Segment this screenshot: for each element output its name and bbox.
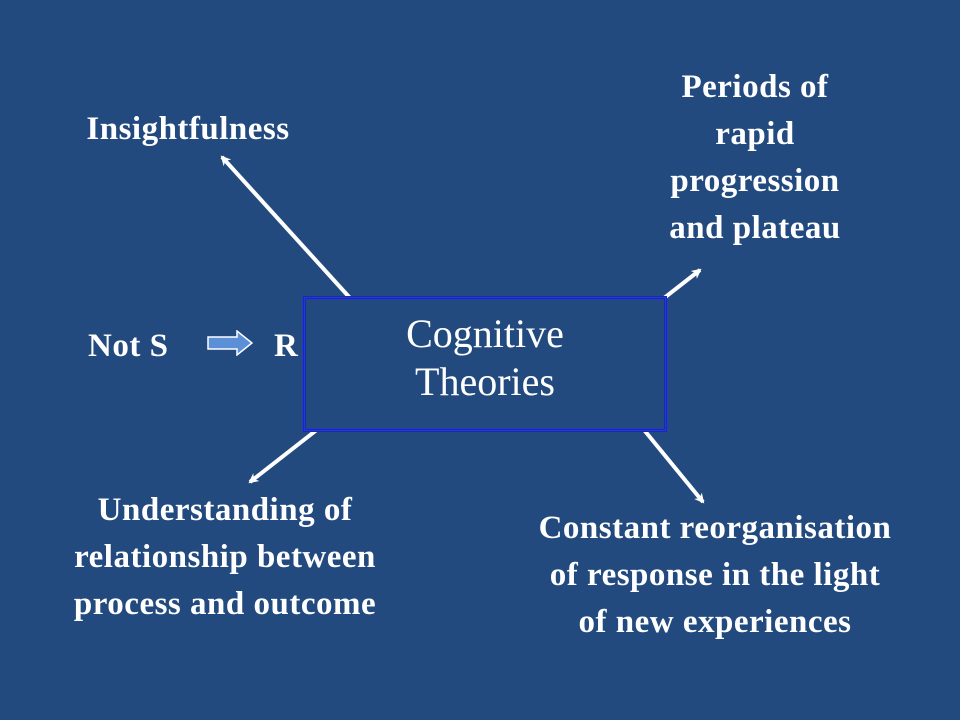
center-line-1: Cognitive <box>406 311 564 356</box>
arrow-to-insightfulness <box>220 155 372 322</box>
constant-line-2: of response in the light <box>549 557 881 593</box>
not-s-label: Not S <box>88 328 169 364</box>
insightfulness-label: Insightfulness <box>86 111 290 147</box>
cognitive-theories-box <box>303 296 667 432</box>
right-arrow-icon <box>207 330 253 356</box>
r-label: R <box>274 328 299 364</box>
periods-line-4: and plateau <box>669 210 841 246</box>
understanding-label: Understanding of relationship between pr… <box>30 487 420 628</box>
understanding-line-2: relationship between <box>74 539 376 575</box>
understanding-line-3: process and outcome <box>73 586 377 622</box>
periods-line-1: Periods of <box>681 69 829 105</box>
periods-line-2: rapid <box>715 116 795 152</box>
center-line-2: Theories <box>415 359 555 404</box>
constant-line-3: of new experiences <box>578 604 852 640</box>
constant-line-1: Constant reorganisation <box>538 510 892 546</box>
constant-label: Constant reorganisation of response in t… <box>490 505 940 646</box>
periods-line-3: progression <box>670 163 840 199</box>
understanding-line-1: Understanding of <box>97 492 353 528</box>
periods-label: Periods of rapid progression and plateau <box>620 64 890 252</box>
cognitive-theories-label: Cognitive Theories <box>370 310 600 406</box>
